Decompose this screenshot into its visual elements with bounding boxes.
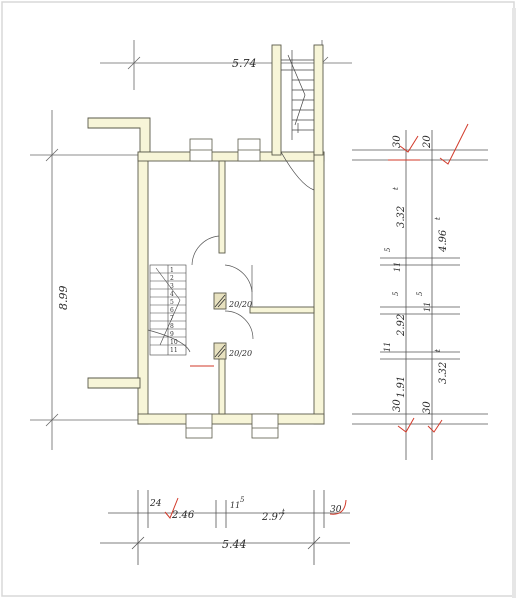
svg-text:5: 5 — [416, 291, 424, 296]
svg-text:8: 8 — [170, 323, 174, 330]
svg-text:11: 11 — [170, 347, 178, 354]
bottom-total-label: 5.44 — [222, 538, 247, 551]
windows-top — [189, 138, 261, 162]
svg-text:11: 11 — [423, 302, 432, 312]
door-swings — [147, 235, 254, 353]
bottom-dimension-lines — [100, 490, 350, 565]
internal-stair — [149, 264, 187, 356]
svg-text:30: 30 — [392, 399, 403, 412]
svg-text:1.91: 1.91 — [396, 376, 407, 398]
bottom-red-marks — [164, 497, 347, 519]
bottom-segments: 24 2.46 11 5 2.97 t 30 — [149, 496, 342, 523]
svg-text:5: 5 — [392, 291, 400, 296]
right-dimension-lines — [352, 130, 488, 460]
svg-text:6: 6 — [170, 307, 174, 314]
svg-text:11: 11 — [383, 342, 392, 352]
svg-text:11: 11 — [393, 262, 402, 272]
svg-text:20: 20 — [422, 135, 433, 149]
chimney-label-2: 20/20 — [228, 349, 252, 358]
svg-text:4.96: 4.96 — [438, 229, 449, 253]
left-height-label: 8.99 — [57, 286, 70, 311]
svg-text:4: 4 — [170, 291, 174, 298]
svg-text:30: 30 — [422, 401, 433, 414]
svg-text:2.92: 2.92 — [396, 314, 407, 337]
stair-shaft — [280, 50, 315, 191]
svg-text:3.32: 3.32 — [396, 206, 407, 228]
svg-text:5: 5 — [240, 496, 245, 504]
svg-text:30: 30 — [330, 505, 342, 515]
chimney-label-1: 20/20 — [228, 300, 252, 309]
svg-text:t: t — [434, 349, 442, 352]
svg-text:2.46: 2.46 — [171, 510, 195, 521]
right-col-b: 20 4.96 t 11 5 3.32 t 30 — [416, 135, 449, 414]
svg-text:3: 3 — [170, 283, 174, 290]
svg-text:2.97: 2.97 — [261, 512, 285, 523]
svg-text:7: 7 — [170, 315, 174, 322]
svg-text:2: 2 — [170, 275, 174, 282]
svg-text:5: 5 — [170, 299, 174, 306]
svg-text:t: t — [392, 187, 400, 190]
walls — [87, 44, 325, 425]
svg-text:3.32: 3.32 — [438, 362, 449, 384]
svg-text:10: 10 — [170, 339, 178, 346]
svg-text:t: t — [434, 217, 442, 220]
svg-text:11: 11 — [230, 501, 240, 510]
svg-text:24: 24 — [149, 499, 162, 509]
svg-text:1: 1 — [170, 267, 174, 274]
top-width-label: 5.74 — [232, 57, 257, 70]
svg-text:5: 5 — [384, 247, 392, 252]
stair-numbers: 1 2 3 4 5 6 7 8 9 10 11 — [170, 267, 178, 354]
windows-bottom — [185, 413, 279, 439]
chimney-hatch — [214, 294, 226, 358]
svg-text:9: 9 — [170, 331, 174, 338]
right-col-a: 30 3.32 t 11 5 2.92 5 11 1.91 30 — [383, 135, 407, 412]
svg-text:t: t — [282, 508, 285, 516]
paper-shadow — [512, 8, 516, 598]
svg-text:30: 30 — [392, 135, 403, 148]
left-dimension — [30, 110, 150, 450]
red-checkmarks-right — [388, 123, 469, 433]
